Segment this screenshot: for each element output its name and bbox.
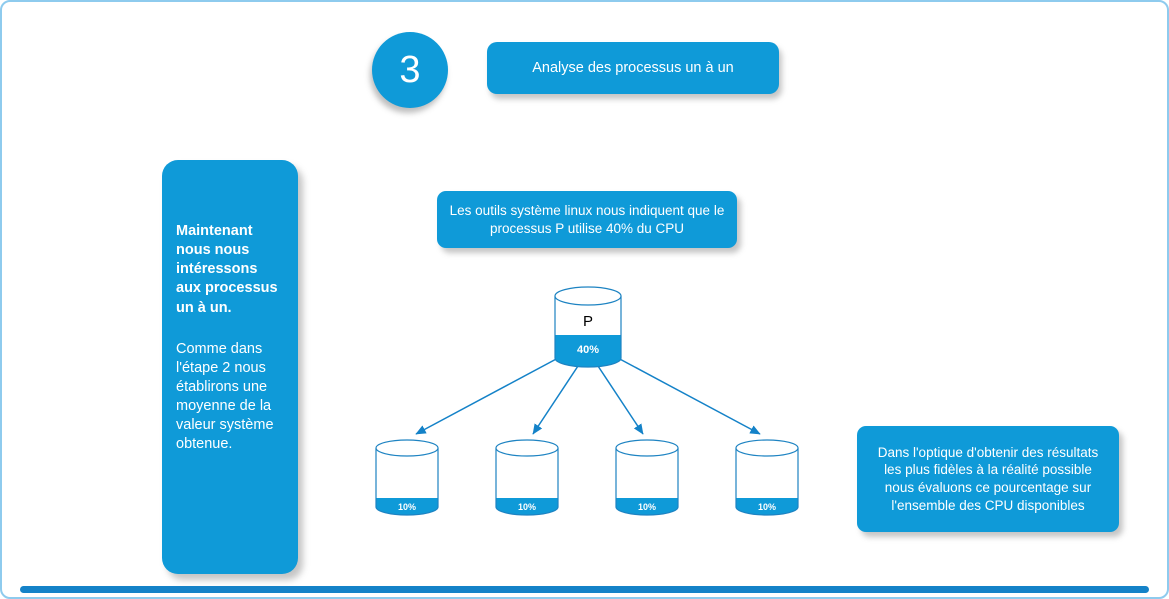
main-cylinder-value: 40% (577, 344, 599, 356)
main-cylinder-label: P (583, 313, 593, 330)
cpu-cylinder-3: 10% (615, 439, 679, 516)
bottom-accent-bar (20, 586, 1149, 593)
right-callout: Dans l'optique d'obtenir des résultats l… (857, 426, 1119, 532)
left-panel-heading: Maintenant nous nous intéressons aux pro… (176, 223, 278, 316)
step-number: 3 (399, 48, 421, 91)
arrow-to-cpu-3 (597, 365, 644, 435)
top-callout-text: Les outils système linux nous indiquent … (449, 202, 725, 236)
cpu-cylinder-3-value: 10% (638, 502, 656, 512)
cpu-cylinder-4-value: 10% (758, 502, 776, 512)
cpu-cylinder-1: 10% (375, 439, 439, 516)
step-title-box: Analyse des processus un à un (487, 42, 779, 94)
left-explanation-panel: Maintenant nous nous intéressons aux pro… (162, 160, 298, 574)
right-callout-text: Dans l'optique d'obtenir des résultats l… (877, 444, 1099, 513)
arrow-to-cpu-1 (415, 356, 561, 435)
arrow-to-cpu-4 (615, 356, 761, 435)
distribution-arrows (415, 356, 761, 435)
arrow-to-cpu-2 (532, 365, 579, 435)
step-number-badge: 3 (372, 32, 448, 108)
step-title: Analyse des processus un à un (532, 60, 734, 76)
top-callout: Les outils système linux nous indiquent … (437, 191, 737, 248)
cpu-cylinder-2-value: 10% (518, 502, 536, 512)
main-cylinder: P 40% (554, 286, 622, 368)
left-panel-body: Comme dans l'étape 2 nous établirons une… (176, 340, 274, 453)
cpu-cylinder-4: 10% (735, 439, 799, 516)
cpu-cylinder-1-value: 10% (398, 502, 416, 512)
cpu-cylinder-2: 10% (495, 439, 559, 516)
